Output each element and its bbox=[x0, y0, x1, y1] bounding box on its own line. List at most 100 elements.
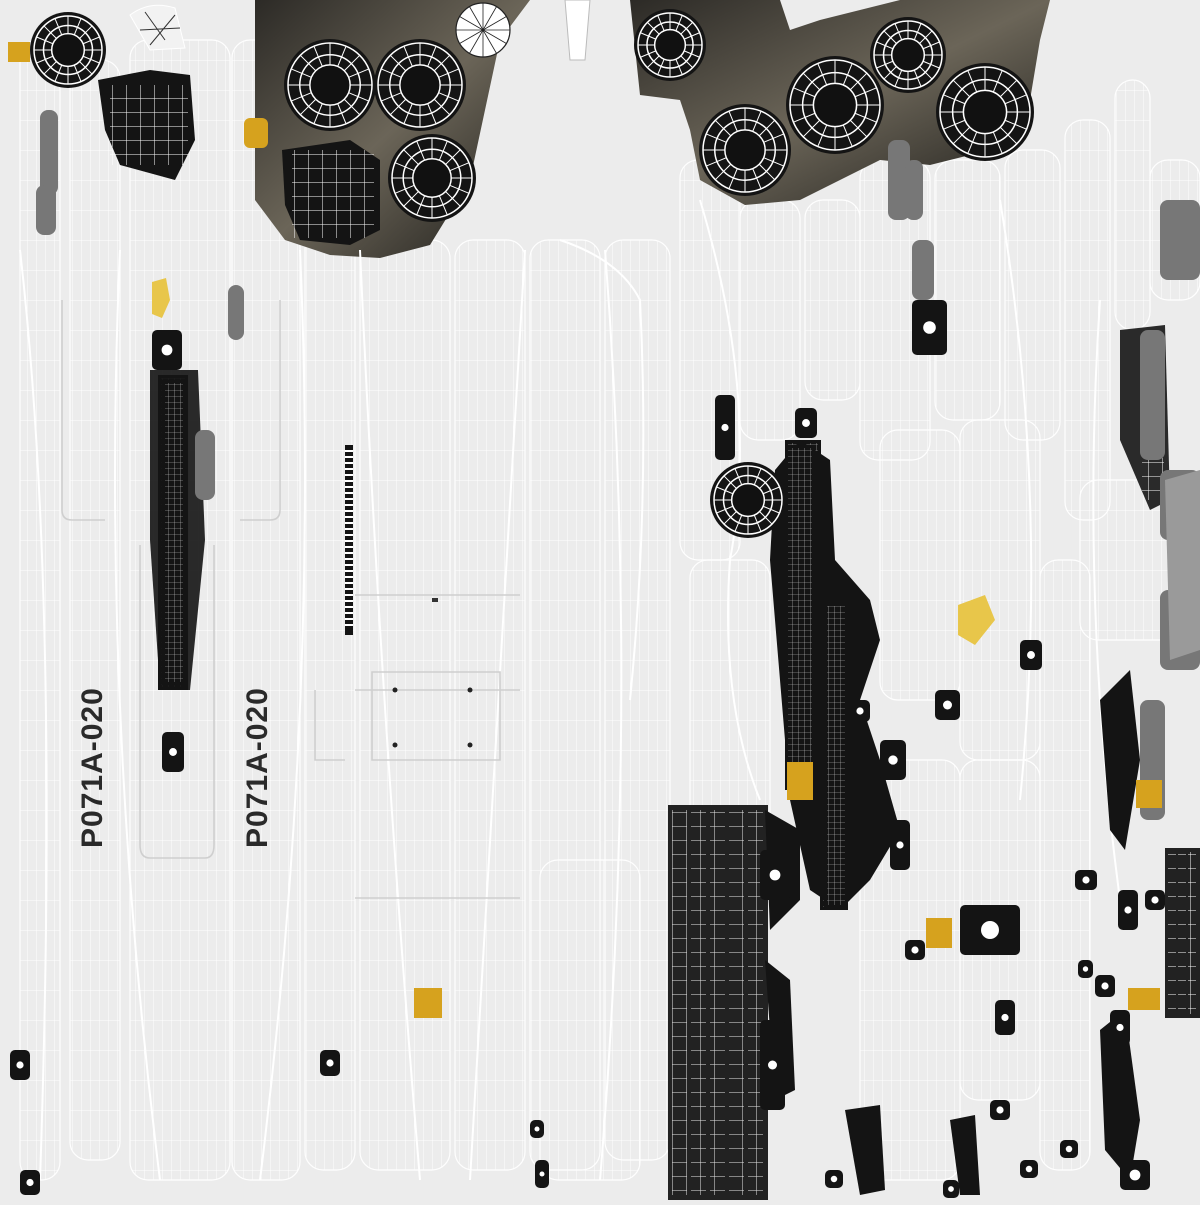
center-spar-core-b-grid bbox=[827, 606, 845, 905]
fuselage-panel-shells bbox=[19, 199, 1121, 1181]
ring-top-f-spoke bbox=[854, 87, 877, 98]
wire-shell bbox=[934, 159, 1001, 421]
ring-white-spoke bbox=[482, 6, 497, 31]
small-part-hole bbox=[923, 321, 936, 334]
ring-top-c-spoke bbox=[394, 184, 415, 194]
ring-top-g-spoke bbox=[922, 41, 940, 50]
ring-top-e-spoke bbox=[714, 119, 732, 137]
wire-shell bbox=[1064, 119, 1111, 521]
fuselage-outline bbox=[599, 249, 623, 1181]
ring-top-e-spoke bbox=[758, 119, 776, 137]
ring-top-f-spoke bbox=[849, 72, 868, 91]
ring-left-a-spoke bbox=[82, 55, 100, 64]
stripe-tick bbox=[345, 582, 353, 584]
ring-top-b-spoke bbox=[438, 92, 459, 102]
right-strip-grid bbox=[1188, 852, 1196, 1014]
right-fin-c bbox=[1100, 1010, 1140, 1180]
ring-mid-spoke bbox=[734, 468, 743, 486]
small-part-hole bbox=[16, 1061, 24, 1069]
stripe-tick bbox=[345, 534, 353, 536]
ring-top-h-spoke bbox=[943, 119, 966, 130]
wing-panel-strip bbox=[710, 810, 725, 1195]
intake-grid-b bbox=[292, 150, 374, 238]
small-part-hole bbox=[161, 344, 173, 356]
ring-top-b-spoke bbox=[389, 98, 407, 116]
fuselage-outline bbox=[259, 249, 306, 1181]
wire-shell bbox=[454, 239, 526, 1171]
ring-top-e-inner bbox=[724, 129, 766, 171]
ring-left-a-spoke bbox=[73, 18, 82, 36]
ring-top-b-spoke bbox=[381, 68, 402, 78]
gold-part bbox=[8, 42, 30, 62]
small-part-hole bbox=[911, 946, 919, 954]
bottom-fin-c bbox=[950, 1115, 980, 1195]
ring-top-f-spoke bbox=[842, 63, 853, 86]
ring-top-c-spoke bbox=[394, 162, 415, 172]
fuselage-outline bbox=[559, 239, 645, 701]
small-part-hole bbox=[896, 841, 904, 849]
ring-white-spoke bbox=[482, 29, 507, 44]
ring-top-a-inner bbox=[309, 64, 351, 106]
wing-panel-strip bbox=[748, 810, 763, 1195]
ring-top-e-spoke bbox=[714, 163, 732, 181]
ring-top-a-spoke bbox=[299, 98, 317, 116]
ring-top-b-spoke bbox=[427, 103, 437, 124]
small-part-hole bbox=[1027, 651, 1035, 659]
gold-part bbox=[414, 988, 442, 1018]
small-part-hole bbox=[981, 921, 999, 939]
ring-mid-spoke bbox=[762, 505, 780, 514]
stripe-tick bbox=[345, 528, 353, 530]
rivet bbox=[392, 742, 398, 748]
ring-top-c-inner bbox=[412, 158, 452, 198]
ring-top-f-inner bbox=[812, 82, 858, 128]
wire-shell bbox=[359, 239, 451, 1171]
wire-shell bbox=[304, 229, 356, 1171]
ring-white-spoke bbox=[482, 29, 497, 54]
ring-white-spoke bbox=[459, 29, 484, 44]
gold-light bbox=[958, 595, 995, 645]
ring-top-f-spoke bbox=[849, 119, 868, 138]
ring-left-a-inner bbox=[50, 32, 86, 68]
stripe-tick bbox=[345, 552, 353, 554]
ring-top-f-spoke bbox=[793, 87, 816, 98]
small-part-hole bbox=[1082, 876, 1090, 884]
grey-part bbox=[228, 285, 244, 340]
ring-top-c-spoke bbox=[403, 191, 419, 207]
registration-mark-right: P071A-020 bbox=[241, 687, 274, 848]
ring-top-d-spoke bbox=[683, 32, 700, 40]
ring-top-g-spoke bbox=[883, 66, 897, 80]
ring-top-h-spoke bbox=[943, 94, 966, 105]
small-part-hole bbox=[534, 1126, 540, 1132]
small-part-hole bbox=[996, 1106, 1004, 1114]
ring-white-spoke bbox=[459, 16, 484, 31]
stripe-tick bbox=[345, 450, 353, 452]
ring-top-b-spoke bbox=[381, 92, 402, 102]
ring-top-b-spoke bbox=[403, 46, 413, 67]
ring-top-h-spoke bbox=[967, 131, 978, 154]
ring-top-d-spoke bbox=[680, 22, 693, 35]
ring-top-g-spoke bbox=[913, 69, 922, 87]
wire-shell bbox=[804, 199, 861, 401]
gold-light bbox=[152, 278, 170, 318]
ring-top-c-spoke bbox=[449, 162, 470, 172]
grey-part bbox=[40, 110, 58, 195]
ring-top-d-spoke bbox=[683, 50, 700, 58]
ring-top-a-spoke bbox=[348, 92, 369, 102]
stripe-tick bbox=[345, 570, 353, 572]
stripe-tick bbox=[345, 540, 353, 542]
stripe-tick bbox=[345, 612, 353, 614]
ring-top-h-spoke bbox=[967, 70, 978, 93]
wire-shell bbox=[1114, 79, 1151, 331]
grey-part bbox=[912, 240, 934, 300]
ring-top-g-spoke bbox=[894, 23, 903, 41]
ring-left-a-spoke bbox=[54, 64, 63, 82]
stripe-tick bbox=[345, 546, 353, 548]
ring-top-a-spoke bbox=[343, 98, 361, 116]
ring-top-c-spoke bbox=[416, 195, 426, 216]
ring-top-c-spoke bbox=[449, 184, 470, 194]
ring-top-h-spoke bbox=[952, 79, 971, 98]
ring-top-d-spoke bbox=[657, 15, 665, 32]
stripe-tick bbox=[345, 516, 353, 518]
